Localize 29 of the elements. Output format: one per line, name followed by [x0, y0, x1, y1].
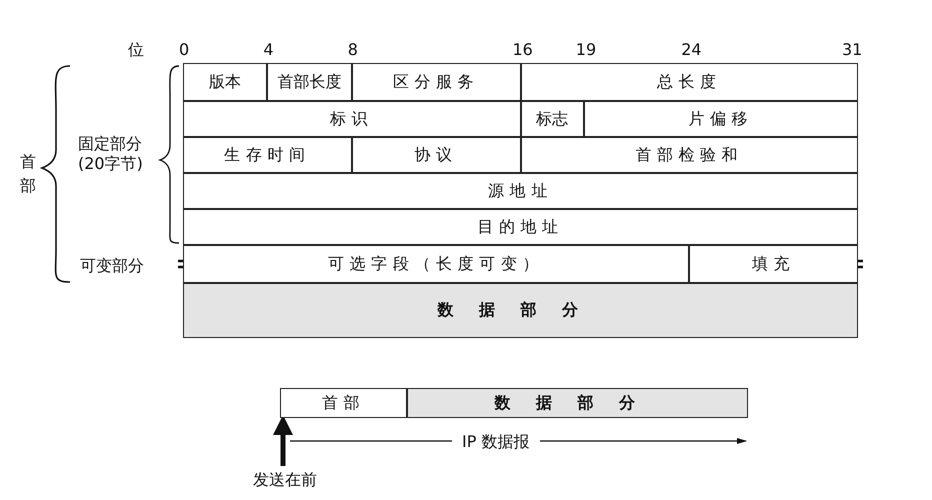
brace-label: 可变部分: [80, 256, 144, 277]
bit-number: 31: [842, 40, 862, 59]
header-field: 区分服务: [352, 63, 520, 101]
brace-label: 固定部分(20字节): [78, 134, 144, 174]
data-section: 数据部分: [407, 388, 748, 418]
bit-number: 19: [576, 40, 596, 59]
bit-number: 16: [512, 40, 533, 59]
header-section: 首部: [280, 388, 407, 418]
header-field: 片偏移: [584, 101, 858, 137]
header-field: 源地址: [183, 173, 858, 209]
note-text: 发送在前: [240, 466, 330, 494]
header-field: 首部检验和: [520, 137, 858, 173]
header-field: 填充: [689, 245, 858, 283]
bit-number: 24: [681, 40, 702, 59]
header-field: 标志: [520, 101, 584, 137]
header-field: 首部长度: [267, 63, 352, 101]
brace-label: 首部: [20, 151, 37, 197]
header-field: 生存时间: [183, 137, 352, 173]
header-field: 总长度: [520, 63, 858, 101]
bit-label: 位: [128, 40, 144, 61]
bit-number: 4: [263, 40, 274, 59]
bit-number: 8: [348, 40, 358, 59]
header-field: 可选字段（长度可变）: [183, 245, 689, 283]
header-field: 协议: [352, 137, 520, 173]
header-field: 标识: [183, 101, 520, 137]
header-field: 目的地址: [183, 209, 858, 245]
header-field: 版本: [183, 63, 268, 101]
bit-number: 0: [179, 40, 190, 59]
data-section: 数据部分: [183, 283, 858, 338]
